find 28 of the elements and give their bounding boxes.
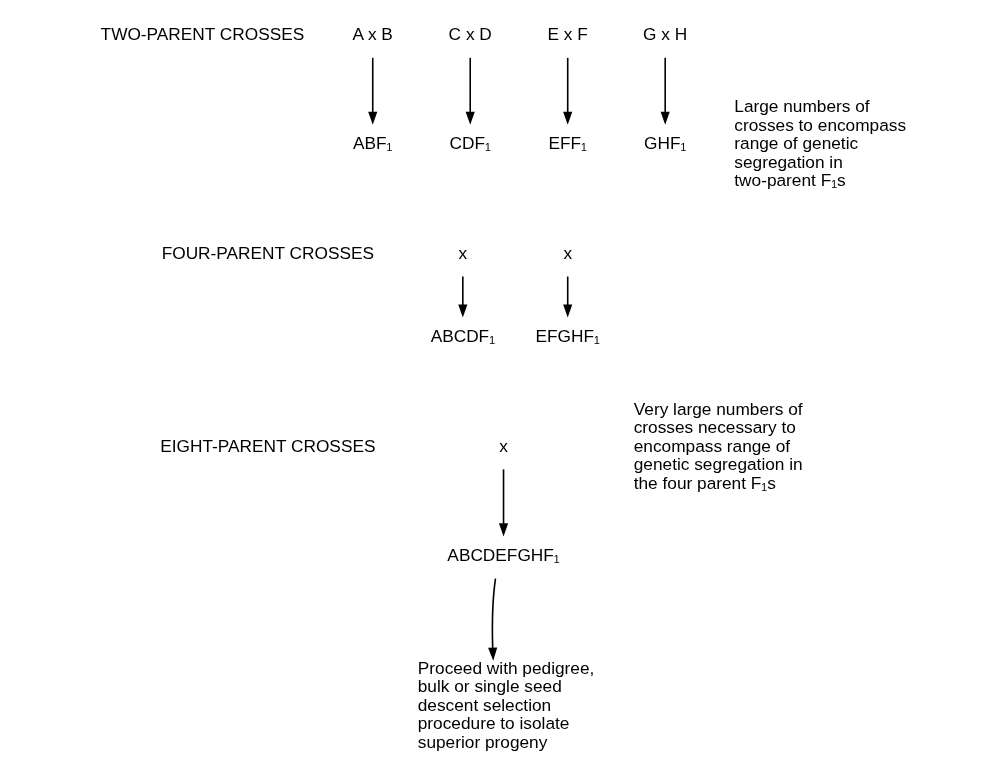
node-text: ABCDEFGHF₁ bbox=[447, 544, 560, 565]
label: Large numbers of crosses to encompass range of genetic segregation in two-parent F₁s bbox=[734, 96, 907, 191]
node-text: E x F bbox=[547, 24, 588, 45]
node-text: EFGHF₁ bbox=[535, 326, 600, 347]
node-text: C x D bbox=[448, 24, 492, 45]
arrow bbox=[563, 57, 573, 125]
node-text: x bbox=[563, 242, 573, 263]
node-text: x bbox=[499, 435, 508, 456]
node-text: EFF₁ bbox=[548, 133, 587, 154]
node-text: ABCDF₁ bbox=[430, 326, 495, 347]
node-text: GHF₁ bbox=[644, 133, 687, 154]
node-text: A x B bbox=[352, 24, 393, 45]
label: TWO-PARENT CROSSES bbox=[100, 24, 305, 45]
label: EIGHT-PARENT CROSSES bbox=[160, 435, 376, 456]
node-text: CDF₁ bbox=[449, 133, 491, 154]
node-text: ABF₁ bbox=[353, 133, 393, 154]
arrow bbox=[563, 275, 573, 318]
arrow bbox=[465, 57, 475, 125]
arrow bbox=[660, 57, 670, 125]
node-text: Proceed with pedigree, bulk or single seed descent selection procedure to isolate superior progeny bbox=[417, 657, 595, 752]
arrow bbox=[498, 468, 509, 537]
arrow bbox=[488, 577, 498, 661]
arrow bbox=[458, 275, 468, 318]
node-text: G x H bbox=[643, 24, 688, 45]
label: Very large numbers of crosses necessary to encompass range of genetic segregation in the four parent F₁s bbox=[633, 398, 803, 493]
node-text: x bbox=[458, 242, 468, 263]
label: FOUR-PARENT CROSSES bbox=[161, 242, 375, 263]
arrow bbox=[368, 57, 378, 125]
